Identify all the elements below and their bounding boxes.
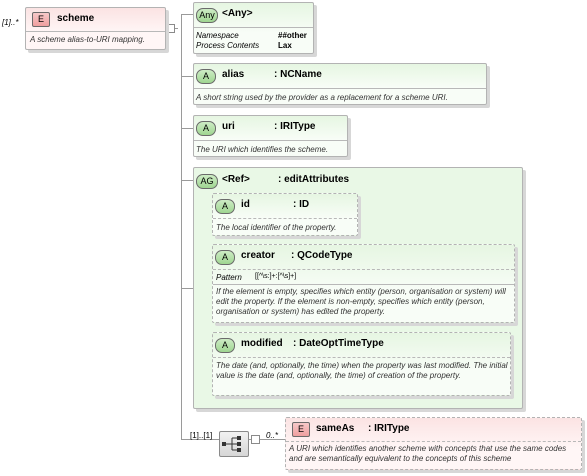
- modified-attribute[interactable]: A modified : DateOptTimeType The date (a…: [212, 332, 511, 396]
- group-connector: [181, 288, 203, 289]
- group-name: : editAttributes: [278, 174, 350, 185]
- attribute-badge: A: [215, 338, 235, 353]
- modified-type: : DateOptTimeType: [293, 338, 384, 349]
- id-attribute[interactable]: A id : ID The local identifier of the pr…: [212, 193, 358, 236]
- creator-type: : QCodeType: [291, 250, 353, 261]
- creator-attribute[interactable]: A creator : QCodeType Pattern [[^\s:]+:[…: [212, 244, 515, 323]
- same-as-description: A URI which identifies another scheme wi…: [289, 444, 567, 463]
- scheme-element[interactable]: E scheme A scheme alias-to-URI mapping.: [25, 7, 166, 50]
- pattern-label: Pattern: [216, 273, 242, 282]
- sequence-compositor[interactable]: [219, 431, 249, 457]
- same-as-cardinality: 0..*: [266, 431, 279, 440]
- id-description: The local identifier of the property.: [216, 223, 337, 232]
- creator-description: If the element is empty, specifies which…: [216, 287, 506, 316]
- attribute-group-badge: AG: [196, 174, 218, 189]
- alias-type: : NCName: [274, 69, 322, 80]
- modified-description: The date (and, optionally, the time) whe…: [216, 361, 508, 380]
- alias-attribute[interactable]: A alias : NCName A short string used by …: [193, 63, 487, 105]
- attribute-badge: A: [196, 121, 216, 136]
- sequence-icon: [222, 436, 241, 452]
- process-contents-value: Lax: [278, 41, 292, 50]
- any-wildcard[interactable]: Any <Any> Namespace ##other Process Cont…: [193, 2, 314, 54]
- alias-description: A short string used by the provider as a…: [196, 93, 448, 102]
- collapse-toggle[interactable]: [166, 24, 175, 33]
- id-name: id: [241, 199, 250, 210]
- uri-attribute[interactable]: A uri : IRIType The URI which identifies…: [193, 115, 348, 157]
- creator-name: creator: [241, 250, 275, 261]
- element-badge: E: [32, 12, 50, 27]
- any-badge: Any: [196, 8, 218, 23]
- scheme-name: scheme: [57, 13, 95, 24]
- namespace-value: ##other: [278, 31, 307, 40]
- attribute-badge: A: [196, 69, 216, 84]
- connector: [181, 14, 193, 15]
- uri-description: The URI which identifies the scheme.: [196, 145, 329, 154]
- namespace-label: Namespace: [196, 31, 239, 40]
- pattern-value: [[^\s:]+:[^\s]+]: [255, 273, 297, 280]
- connector: [181, 76, 193, 77]
- same-as-type: : IRIType: [368, 423, 410, 434]
- sequence-cardinality: [1]..[1]: [190, 431, 213, 440]
- connector: [249, 439, 285, 440]
- connector: [181, 439, 219, 440]
- process-contents-label: Process Contents: [196, 41, 260, 50]
- group-ref: <Ref>: [222, 174, 250, 185]
- any-title: <Any>: [222, 8, 253, 19]
- connector: [181, 128, 193, 129]
- same-as-name: sameAs: [316, 423, 355, 434]
- modified-name: modified: [241, 338, 283, 349]
- alias-name: alias: [222, 69, 245, 80]
- element-badge: E: [292, 422, 310, 437]
- collapse-toggle[interactable]: [251, 435, 260, 444]
- attribute-badge: A: [215, 199, 235, 214]
- connector-vertical: [181, 14, 182, 439]
- uri-type: : IRIType: [274, 121, 316, 132]
- same-as-element[interactable]: E sameAs : IRIType A URI which identifie…: [285, 417, 582, 470]
- uri-name: uri: [222, 121, 235, 132]
- scheme-description: A scheme alias-to-URI mapping.: [30, 35, 145, 44]
- attribute-badge: A: [215, 250, 235, 265]
- connector: [181, 180, 193, 181]
- scheme-cardinality: [1]..*: [2, 18, 19, 27]
- id-type: : ID: [293, 199, 310, 210]
